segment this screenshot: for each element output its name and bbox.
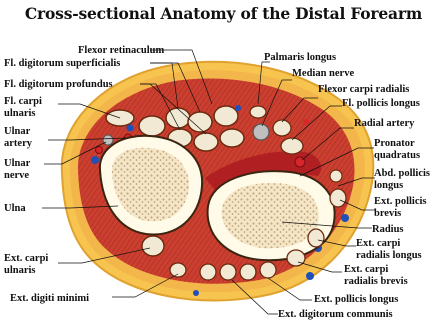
label-fl-carpi-ulnaris-1: Fl. carpi <box>4 96 42 107</box>
label-fl-digitorum-profundus: Fl. digitorum profundus <box>4 79 113 90</box>
label-ext-pollicis-longus: Ext. pollicis longus <box>314 294 398 305</box>
label-ext-carpi-radialis-brevis-2: radialis brevis <box>344 276 408 287</box>
label-abd-pollicis-longus-1: Abd. pollicis <box>374 168 430 179</box>
label-ulnar-nerve-1: Ulnar <box>4 158 31 169</box>
label-abd-pollicis-longus-2: longus <box>374 180 403 191</box>
label-radius: Radius <box>372 224 404 235</box>
label-ext-carpi-ulnaris-1: Ext. carpi <box>4 253 48 264</box>
label-ext-carpi-radialis-longus-2: radialis longus <box>356 250 422 261</box>
label-ext-digitorum-communis: Ext. digitorum communis <box>278 309 393 320</box>
label-radial-artery: Radial artery <box>354 118 415 129</box>
label-ulnar-artery-1: Ulnar <box>4 126 31 137</box>
label-fl-digitorum-superficialis: Fl. digitorum superficialis <box>4 58 120 69</box>
label-ext-carpi-radialis-longus-1: Ext. carpi <box>356 238 400 249</box>
label-flexor-retinaculum: Flexor retinaculum <box>78 45 164 56</box>
label-ext-carpi-radialis-brevis-1: Ext. carpi <box>344 264 388 275</box>
label-ext-carpi-ulnaris-2: ulnaris <box>4 265 36 276</box>
label-ulna: Ulna <box>4 203 26 214</box>
label-ulnar-nerve-2: nerve <box>4 170 29 181</box>
label-ulnar-artery-2: artery <box>4 138 33 149</box>
label-ext-digiti-minimi: Ext. digiti minimi <box>10 293 89 304</box>
label-ext-pollicis-brevis-2: brevis <box>374 208 401 219</box>
label-palmaris-longus: Palmaris longus <box>264 52 336 63</box>
label-fl-carpi-ulnaris-2: ulnaris <box>4 108 36 119</box>
label-pronator-quadratus-1: Pronator <box>374 138 415 149</box>
label-pronator-quadratus-2: quadratus <box>374 150 420 161</box>
label-fl-pollicis-longus: Fl. pollicis longus <box>342 98 420 109</box>
label-flexor-carpi-radialis: Flexor carpi radialis <box>318 84 409 95</box>
label-median-nerve: Median nerve <box>292 68 354 79</box>
label-ext-pollicis-brevis-1: Ext. pollicis <box>374 196 427 207</box>
